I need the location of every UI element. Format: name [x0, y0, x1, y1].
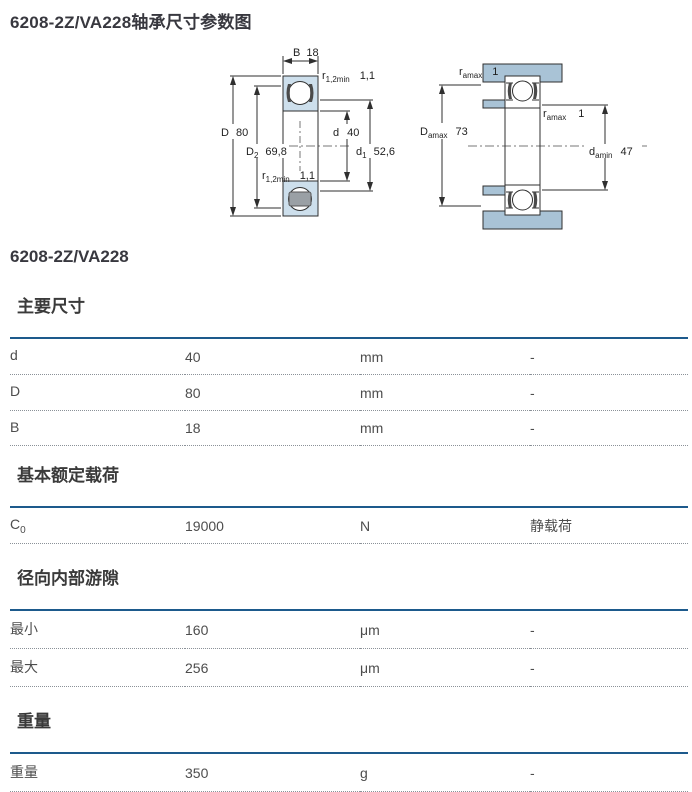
table-row: D 80 mm -	[10, 374, 688, 411]
section-heading: 重量	[17, 711, 51, 731]
dim-B	[282, 56, 319, 74]
page-title: 6208-2Z/VA228轴承尺寸参数图	[10, 13, 252, 32]
row-unit: μm	[360, 648, 530, 687]
bearing-model-heading: 6208-2Z/VA228	[10, 247, 129, 266]
row-note: -	[530, 410, 688, 447]
spec-table: 重量 350 g -	[10, 751, 688, 792]
table-row: 重量 350 g -	[10, 752, 688, 792]
row-value: 80	[185, 374, 360, 411]
row-value: 40	[185, 338, 360, 375]
row-unit: mm	[360, 338, 530, 375]
row-value: 256	[185, 648, 360, 687]
row-label: d	[10, 338, 185, 375]
row-label: C0	[10, 507, 185, 545]
row-note: -	[530, 338, 688, 375]
section-radial-internal-clearance: 径向内部游隙 最小 160 μm - 最大 256 μm -	[0, 564, 692, 687]
row-value: 18	[185, 410, 360, 447]
row-unit: μm	[360, 610, 530, 650]
shield-left	[507, 83, 512, 99]
shield-right	[533, 83, 538, 99]
table-row: 最小 160 μm -	[10, 610, 688, 650]
section-heading: 主要尺寸	[17, 297, 85, 316]
dim-Damax	[439, 84, 481, 207]
row-value: 19000	[185, 507, 360, 545]
row-unit: N	[360, 507, 530, 545]
table-row: d 40 mm -	[10, 338, 688, 375]
bearing-spec-page: 6208-2Z/VA228轴承尺寸参数图	[0, 8, 692, 792]
table-row: 最大 256 μm -	[10, 648, 688, 687]
section-heading: 径向内部游隙	[17, 569, 119, 589]
row-note: -	[530, 374, 688, 411]
row-note: -	[530, 752, 688, 792]
shield-right	[309, 84, 314, 102]
row-label: 最小	[10, 610, 185, 650]
section-heading: 基本额定载荷	[17, 466, 119, 486]
section-weight: 重量 重量 350 g -	[0, 707, 692, 792]
row-note: -	[530, 610, 688, 650]
row-value: 350	[185, 752, 360, 792]
table-row: B 18 mm -	[10, 410, 688, 447]
spec-table: d 40 mm - D 80 mm - B 18 mm -	[10, 337, 688, 447]
row-label: B	[10, 410, 185, 447]
spec-table: C0 19000 N 静载荷	[10, 506, 688, 545]
row-label: 重量	[10, 752, 185, 792]
section-main-dimensions: 主要尺寸 d 40 mm - D 80 mm - B 18 mm	[0, 292, 692, 447]
shield-left	[286, 84, 291, 102]
table-row: C0 19000 N 静载荷	[10, 507, 688, 545]
row-unit: g	[360, 752, 530, 792]
dim-D	[230, 75, 281, 217]
row-unit: mm	[360, 410, 530, 447]
dim-d	[320, 110, 350, 182]
row-value: 160	[185, 610, 360, 650]
row-label: 最大	[10, 648, 185, 687]
mounting-drawing	[439, 63, 648, 230]
section-basic-load-ratings: 基本额定载荷 C0 19000 N 静载荷	[0, 461, 692, 545]
spec-table: 最小 160 μm - 最大 256 μm -	[10, 609, 688, 687]
row-note: 静载荷	[530, 507, 688, 545]
row-unit: mm	[360, 374, 530, 411]
row-note: -	[530, 648, 688, 687]
row-label: D	[10, 374, 185, 411]
cross-section-drawing	[230, 56, 400, 217]
